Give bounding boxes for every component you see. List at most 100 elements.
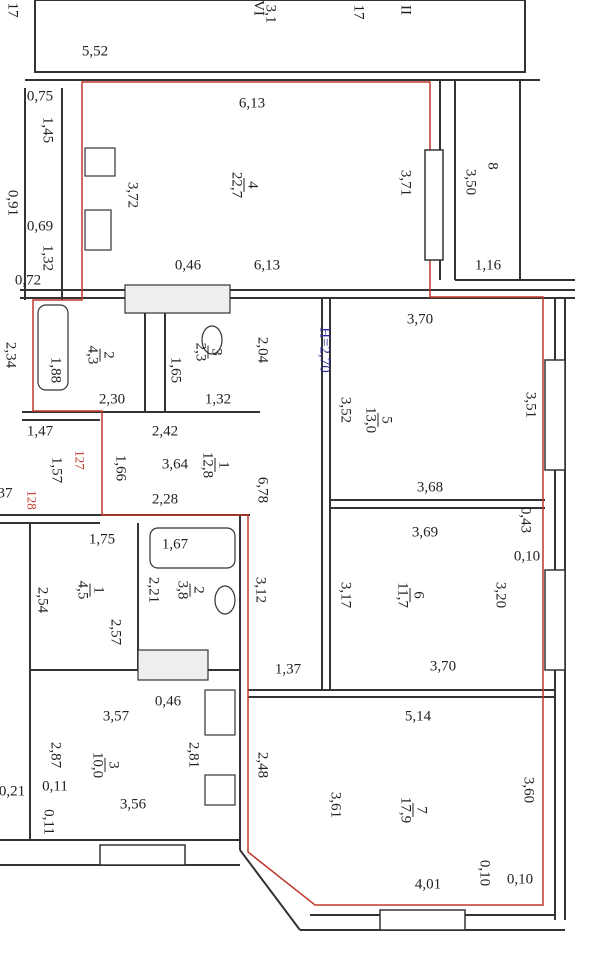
room-number: 3 — [207, 345, 225, 359]
ventilation-shaft — [124, 284, 231, 314]
dimension-label: 0,72 — [14, 272, 42, 289]
dimension-label: 3,51 — [522, 391, 539, 419]
toilet — [214, 585, 236, 615]
dimension-label: 3,12 — [252, 576, 269, 604]
dimension-label: 3,70 — [429, 658, 457, 675]
dimension-label: 1,45 — [39, 116, 56, 144]
room-area: 11,7 — [394, 582, 411, 608]
dimension-label: 3,72 — [124, 181, 141, 209]
dimension-label: 0,11 — [40, 809, 57, 835]
room-number: 2 — [189, 583, 207, 597]
stove — [84, 147, 116, 177]
dimension-label: 0,75 — [26, 88, 54, 105]
room-area: 2,3 — [192, 342, 209, 362]
dimension-label: 2,54 — [34, 586, 51, 614]
ceiling-height-label: H=2,70 — [316, 327, 333, 373]
dimension-label: 3,60 — [520, 776, 537, 804]
toilet — [201, 325, 223, 355]
dimension-label: 1,67 — [161, 536, 189, 553]
room-area: 22,7 — [228, 171, 245, 199]
window — [544, 359, 566, 471]
room-area: 3,8 — [174, 580, 191, 600]
dimension-label: 0,11 — [42, 778, 68, 795]
dimension-label: 2,34 — [2, 341, 19, 369]
dimension-label: 0,10 — [476, 859, 493, 887]
room-number: 4 — [243, 178, 261, 192]
dimension-label: 2,21 — [145, 576, 162, 604]
dimension-label: 1,32 — [39, 244, 56, 272]
dimension-label: 6,78 — [254, 476, 271, 504]
top-label: 3,1 — [262, 4, 279, 24]
dimension-label: 2,28 — [151, 491, 179, 508]
dimension-label: 3,57 — [102, 708, 130, 725]
marker-label: 128 — [24, 490, 40, 510]
window — [544, 569, 566, 671]
dimension-label: 2,48 — [254, 751, 271, 779]
room-area: 4,3 — [84, 345, 101, 365]
marker-label: 127 — [72, 450, 88, 470]
stove — [204, 774, 236, 806]
dimension-label: 6,13 — [253, 257, 281, 274]
room-number: 1 — [214, 458, 232, 472]
dimension-label: 0,43 — [517, 506, 534, 534]
bathtub — [37, 304, 69, 391]
dimension-label: 3,17 — [337, 581, 354, 609]
room-number: 5 — [377, 413, 395, 427]
dimension-label: 3,56 — [119, 796, 147, 813]
dimension-label: 1,47 — [26, 423, 54, 440]
top-label: 5,52 — [81, 43, 109, 60]
dimension-label: 0,21 — [0, 783, 26, 800]
dimension-label: 1,75 — [88, 531, 116, 548]
stairwell-block — [34, 0, 526, 73]
apartment-outline — [32, 81, 544, 906]
dimension-label: 2,81 — [185, 741, 202, 769]
dimension-label: 0,10 — [513, 548, 541, 565]
room-number: 1 — [89, 583, 107, 597]
dimension-label: 1,66 — [112, 454, 129, 482]
dimension-label: 6,13 — [238, 95, 266, 112]
dimension-label: 3,68 — [416, 479, 444, 496]
room-number: 3 — [104, 758, 122, 772]
top-label: 17 — [350, 4, 367, 20]
dimension-label: 2,87 — [47, 741, 64, 769]
dimension-label: 3,64 — [161, 456, 189, 473]
dimension-label: 37 — [0, 485, 13, 502]
dimension-label: 2,42 — [151, 423, 179, 440]
dimension-label: 3,50 — [462, 168, 479, 196]
dimension-label: 0,46 — [154, 693, 182, 710]
window — [99, 844, 186, 866]
dimension-label: 4,01 — [414, 876, 442, 893]
window — [424, 149, 444, 261]
dimension-label: 1,88 — [47, 356, 64, 384]
window — [379, 909, 466, 931]
dimension-label: 0,46 — [174, 257, 202, 274]
dimension-label: 3,52 — [337, 396, 354, 424]
dimension-label: 0,69 — [26, 218, 54, 235]
room-area: 13,0 — [362, 406, 379, 434]
room-area: 10,0 — [89, 751, 106, 779]
dimension-label: 1,57 — [48, 456, 65, 484]
room-area: 17,9 — [397, 796, 414, 824]
bathtub — [149, 527, 236, 569]
room-area: 12,8 — [199, 451, 216, 479]
dimension-label: 1,16 — [474, 257, 502, 274]
top-label: 17 — [4, 2, 21, 18]
room-area: 4,5 — [74, 580, 91, 600]
dimension-label: 3,71 — [397, 169, 414, 197]
dimension-label: 0,91 — [4, 189, 21, 217]
dimension-label: 2,57 — [107, 618, 124, 646]
room-number: 7 — [412, 803, 430, 817]
kitchen-sink — [84, 209, 112, 251]
dimension-label: 3,20 — [492, 581, 509, 609]
kitchen-sink — [204, 689, 236, 736]
dimension-label: 2,04 — [254, 336, 271, 364]
dimension-label: 8 — [484, 162, 501, 170]
